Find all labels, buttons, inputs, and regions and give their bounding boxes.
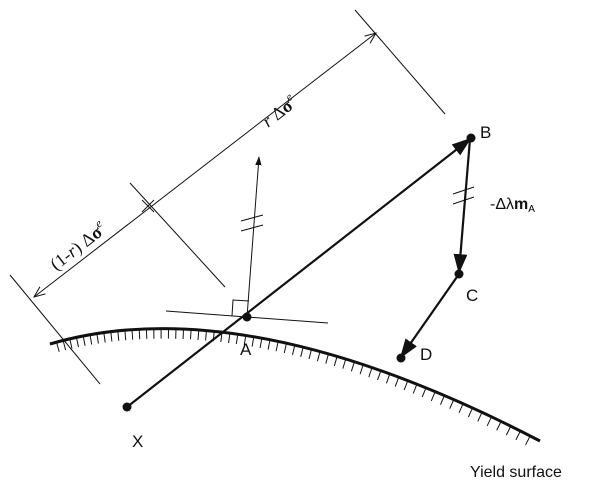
label-b: B (480, 123, 491, 142)
point-x-dot (122, 402, 132, 412)
hatch-mark (235, 334, 239, 345)
increment-minus-text: -Δλ (490, 196, 514, 213)
return-tick-1 (452, 186, 475, 195)
hatch-mark (421, 387, 427, 398)
hatch-mark (283, 343, 287, 354)
hatch-mark (440, 395, 445, 405)
hatch-mark (308, 349, 312, 360)
label-a: A (240, 340, 252, 359)
dimension-line (34, 33, 376, 297)
point-d-dot (396, 353, 406, 363)
hatch-mark (477, 412, 483, 422)
hatch-mark (377, 370, 382, 381)
hatch-mark (486, 416, 492, 427)
increment-m-text: m (514, 196, 528, 213)
normal-vector (246, 156, 262, 318)
hatch-mark (342, 358, 347, 369)
hatch-mark (110, 331, 113, 342)
hatch-mark (316, 351, 321, 362)
hatch-mark (449, 399, 455, 409)
extension-line-end (354, 9, 446, 115)
point-b-dot (466, 133, 476, 143)
hatch-mark (259, 338, 263, 349)
return-tick-2 (452, 196, 475, 205)
hatch-mark (515, 430, 521, 441)
hatch-mark (394, 377, 400, 387)
normal-tick-1 (240, 214, 264, 222)
hatch-mark (75, 337, 79, 348)
trial-stress-line (126, 137, 472, 408)
normal-tick-2 (240, 224, 264, 232)
hatch-mark (124, 330, 127, 341)
plastic-increment-label: -ΔλmA (490, 196, 535, 215)
hatch-mark (496, 421, 502, 431)
hatch-mark (385, 373, 391, 384)
extension-line-mid (129, 182, 226, 288)
hatch-mark (292, 344, 296, 356)
yield-surface-label: Yield surface (470, 464, 562, 481)
hatch-mark (403, 380, 409, 391)
hatch-mark (325, 353, 329, 364)
hatch-mark (117, 330, 120, 341)
label-x: X (132, 432, 143, 451)
hatch-mark (228, 333, 231, 344)
point-c-dot (454, 269, 464, 279)
hatch-mark (412, 384, 418, 394)
hatch-mark (89, 334, 93, 345)
label-c: C (466, 286, 478, 305)
hatch-mark (205, 330, 207, 341)
hatch-mark (243, 335, 247, 346)
hatch-mark (359, 364, 364, 375)
hatch-mark (251, 336, 255, 347)
point-a-dot (242, 312, 252, 322)
hatch-mark (82, 335, 86, 346)
hatch-mark (96, 333, 99, 344)
hatch-mark (505, 425, 512, 436)
hatch-mark (333, 356, 338, 367)
yield-surface-hatching (56, 328, 531, 446)
hatch-mark (138, 329, 141, 340)
hatch-mark (350, 361, 355, 372)
hatch-mark (62, 340, 67, 351)
hatch-mark (458, 403, 464, 414)
hatch-mark (131, 329, 134, 340)
hatch-mark (103, 332, 106, 343)
hatch-mark (300, 347, 304, 358)
return-path-cd (399, 273, 460, 359)
hatch-mark (197, 329, 200, 340)
hatch-mark (467, 407, 473, 418)
hatch-mark (69, 338, 73, 349)
hatch-mark (267, 339, 271, 350)
label-d: D (420, 345, 432, 364)
right-angle-mark (231, 299, 250, 317)
increment-subscript: A (528, 204, 535, 215)
dimension-divider-2 (141, 199, 155, 213)
hatch-mark (56, 342, 60, 352)
extension-line-start (9, 274, 101, 385)
hatch-mark (368, 367, 373, 378)
hatch-mark (430, 391, 436, 402)
hatch-mark (190, 329, 192, 340)
return-path-bc (453, 138, 472, 274)
hatch-mark (525, 435, 531, 446)
hatch-mark (275, 341, 279, 352)
